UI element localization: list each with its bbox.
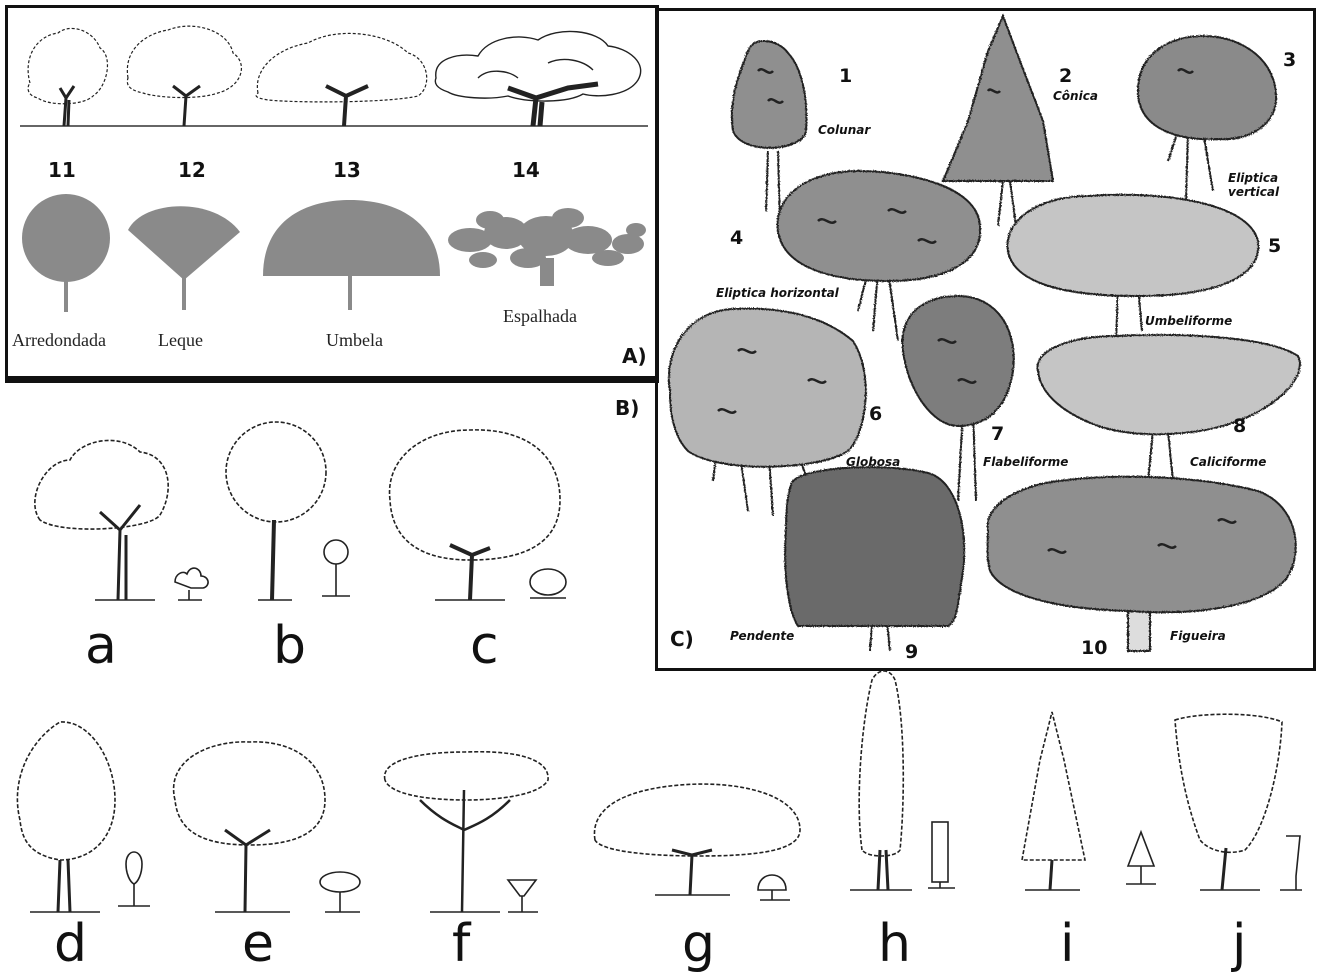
c-label-pendente: Pendente bbox=[730, 629, 794, 643]
number-11: 11 bbox=[48, 158, 76, 182]
sketch-tree-a bbox=[35, 440, 208, 600]
b-letter-e: e bbox=[242, 918, 274, 970]
panel-a-letter: A) bbox=[622, 344, 647, 368]
c-label-globosa: Globosa bbox=[846, 455, 900, 469]
b-letter-h: h bbox=[878, 918, 911, 970]
silhouette-espalhada bbox=[448, 208, 646, 286]
number-12: 12 bbox=[178, 158, 206, 182]
panel-b-letter: B) bbox=[615, 396, 639, 420]
label-espalhada: Espalhada bbox=[503, 306, 577, 327]
b-letter-i: i bbox=[1060, 918, 1074, 970]
c-number-9: 9 bbox=[905, 641, 918, 663]
sketch-tree-j bbox=[1175, 714, 1302, 890]
sketch-tree-f bbox=[385, 752, 549, 912]
tree-10-figueira bbox=[988, 477, 1296, 651]
c-label-eliptica-vertical-2: vertical bbox=[1228, 185, 1279, 199]
sketch-tree-14 bbox=[435, 31, 640, 126]
b-letter-f: f bbox=[452, 918, 470, 970]
b-letter-a: a bbox=[85, 620, 117, 672]
c-label-eliptica-vertical-1: Eliptica bbox=[1228, 171, 1278, 185]
c-label-caliciforme: Caliciforme bbox=[1190, 455, 1266, 469]
tree-9-pendente bbox=[785, 467, 964, 651]
sketch-tree-13 bbox=[256, 33, 427, 126]
b-letter-c: c bbox=[470, 620, 499, 672]
c-number-5: 5 bbox=[1268, 235, 1281, 257]
c-label-figueira: Figueira bbox=[1170, 629, 1226, 643]
sketch-tree-b bbox=[226, 422, 350, 600]
sketch-tree-h bbox=[850, 671, 955, 890]
c-number-8: 8 bbox=[1233, 415, 1246, 437]
sketch-tree-e bbox=[174, 742, 360, 912]
c-label-eliptica-horizontal: Eliptica horizontal bbox=[716, 286, 839, 300]
sketch-tree-g bbox=[594, 784, 800, 900]
c-label-umbeliforme: Umbeliforme bbox=[1145, 314, 1232, 328]
divider-a-b bbox=[5, 376, 657, 380]
label-leque: Leque bbox=[158, 330, 203, 351]
sketch-tree-11 bbox=[28, 28, 107, 126]
b-letter-d: d bbox=[54, 918, 87, 970]
sketch-tree-i bbox=[1022, 712, 1156, 890]
c-label-conica: Cônica bbox=[1053, 89, 1098, 103]
c-number-6: 6 bbox=[869, 403, 882, 425]
silhouette-umbela bbox=[263, 200, 440, 276]
label-umbela: Umbela bbox=[326, 330, 383, 351]
c-number-4: 4 bbox=[730, 227, 743, 249]
c-label-colunar: Colunar bbox=[818, 123, 870, 137]
sketch-tree-12 bbox=[127, 26, 241, 126]
b-letter-b: b bbox=[273, 620, 306, 672]
c-number-7: 7 bbox=[991, 423, 1004, 445]
c-label-flabeliforme: Flabeliforme bbox=[983, 455, 1068, 469]
b-letter-j: j bbox=[1232, 918, 1246, 970]
label-arredondada: Arredondada bbox=[12, 330, 106, 351]
number-14: 14 bbox=[512, 158, 540, 182]
c-number-1: 1 bbox=[839, 65, 852, 87]
c-number-10: 10 bbox=[1081, 637, 1107, 659]
c-number-2: 2 bbox=[1059, 65, 1072, 87]
panel-a: 11 12 13 14 Arredondada Leque Umbela Esp… bbox=[5, 5, 659, 383]
silhouette-leque bbox=[128, 206, 240, 280]
sketch-tree-c bbox=[390, 430, 566, 600]
c-number-3: 3 bbox=[1283, 49, 1296, 71]
silhouette-arredondada bbox=[22, 194, 110, 282]
panel-c-letter: C) bbox=[670, 627, 694, 651]
b-letter-g: g bbox=[682, 918, 715, 970]
panel-c-drawings bbox=[658, 11, 1313, 668]
number-13: 13 bbox=[333, 158, 361, 182]
sketch-tree-d bbox=[17, 722, 150, 912]
panel-c: 1 Colunar 2 Cônica 3 Eliptica vertical 4… bbox=[655, 8, 1316, 671]
